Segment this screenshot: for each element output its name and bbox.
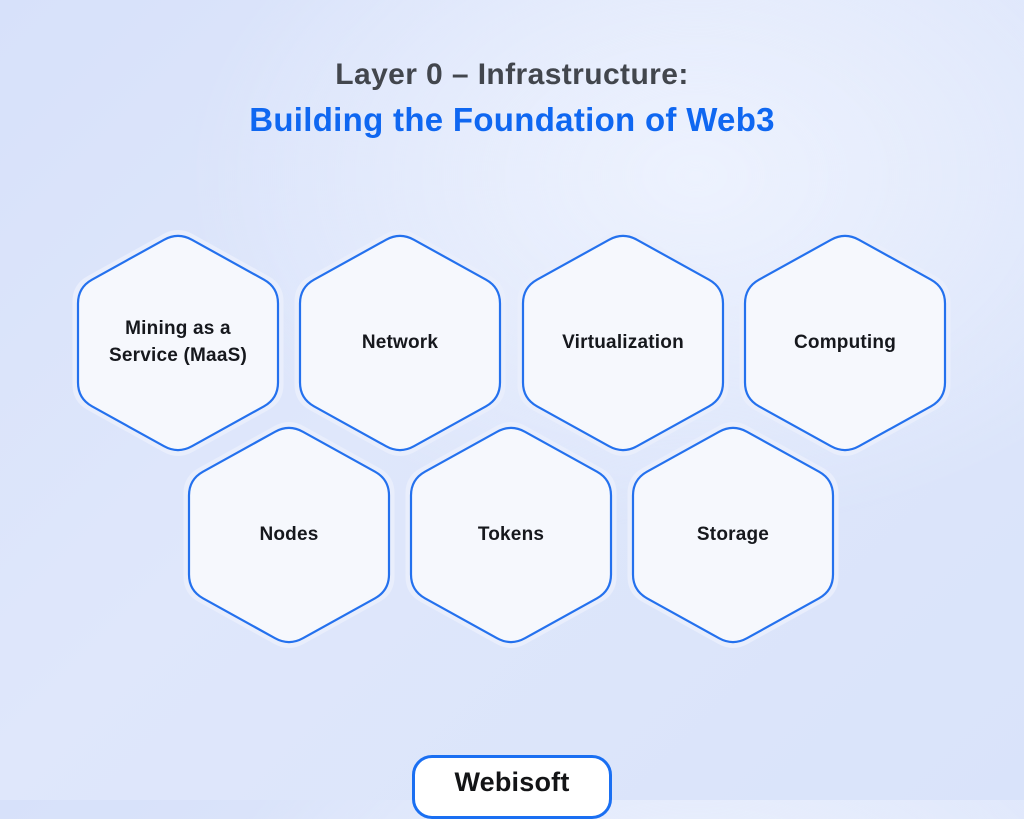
hexagon-computing: Computing <box>739 227 951 459</box>
hexagon-network: Network <box>294 227 506 459</box>
hexagon-virtualization: Virtualization <box>517 227 729 459</box>
hexagon-label: Nodes <box>259 523 319 545</box>
hexagon-label: Network <box>361 331 439 353</box>
hexagon-mining-maas: Mining as a Service (MaaS) <box>72 227 284 459</box>
hexagon-label: Storage <box>696 523 770 545</box>
hexagon-storage: Storage <box>627 419 839 651</box>
hexagon-label: Mining as a Service (MaaS) <box>109 318 247 366</box>
hexagon-label: Virtualization <box>562 331 684 353</box>
hexagon-nodes: Nodes <box>183 419 395 651</box>
brand-logo-text: Webisoft <box>454 767 570 797</box>
hexagon-tokens: Tokens <box>405 419 617 651</box>
hexagon-label: Computing <box>793 331 897 353</box>
title-line-primary: Layer 0 – Infrastructure: <box>335 58 689 91</box>
brand-badge: Webisoft <box>412 755 612 819</box>
page-title: Layer 0 – Infrastructure: Building the F… <box>0 58 1024 139</box>
title-line-accent: Building the Foundation of Web3 <box>249 101 775 138</box>
hexagon-label: Tokens <box>477 523 545 545</box>
